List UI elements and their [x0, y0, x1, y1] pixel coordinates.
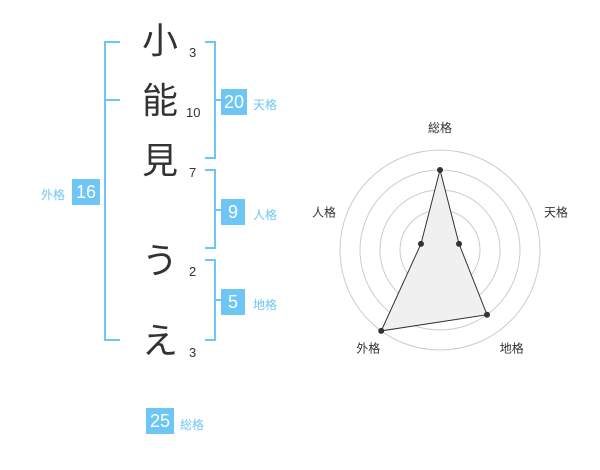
stroke-count-3: 7	[189, 165, 197, 180]
radar-axis-label-2: 天格	[544, 204, 568, 219]
radar-point-1	[437, 167, 443, 173]
name-char-2: 能	[141, 81, 178, 122]
gaikaku-label: 外格	[41, 188, 66, 202]
soukaku-label: 総格	[180, 418, 205, 432]
bracket-lines	[104, 41, 222, 341]
radar-point-4	[378, 327, 385, 334]
stroke-count-1: 3	[189, 45, 197, 60]
chikaku-value: 5	[221, 289, 245, 315]
stroke-count-2: 10	[186, 105, 201, 120]
radar-axis-label-5: 人格	[312, 204, 336, 219]
name-char-3: 見	[141, 141, 178, 182]
chikaku-label: 地格	[253, 298, 278, 312]
radar-axis-label-3: 地格	[500, 341, 524, 356]
radar-ring-5	[339, 149, 541, 351]
stroke-count-4: 2	[189, 264, 197, 279]
name-char-4: う	[141, 241, 178, 282]
jinkaku-value: 9	[221, 199, 245, 225]
radar-point-5	[417, 240, 424, 247]
name-char-5: え	[141, 321, 178, 362]
radar-axis-label-4: 外格	[356, 341, 380, 356]
name-char-1: 小	[141, 21, 178, 62]
radar-axis-label-1: 総格	[428, 120, 452, 135]
soukaku-value: 25	[146, 408, 174, 434]
stroke-count-5: 3	[189, 345, 197, 360]
gaikaku-bracket	[104, 41, 120, 341]
tenkaku-value: 20	[221, 89, 247, 115]
radar-point-2	[456, 240, 463, 247]
tenkaku-label: 天格	[253, 98, 278, 112]
radar-data-polygon	[380, 169, 488, 332]
radar-point-3	[484, 311, 491, 318]
gaikaku-value: 16	[72, 179, 100, 205]
jinkaku-label: 人格	[253, 208, 278, 222]
